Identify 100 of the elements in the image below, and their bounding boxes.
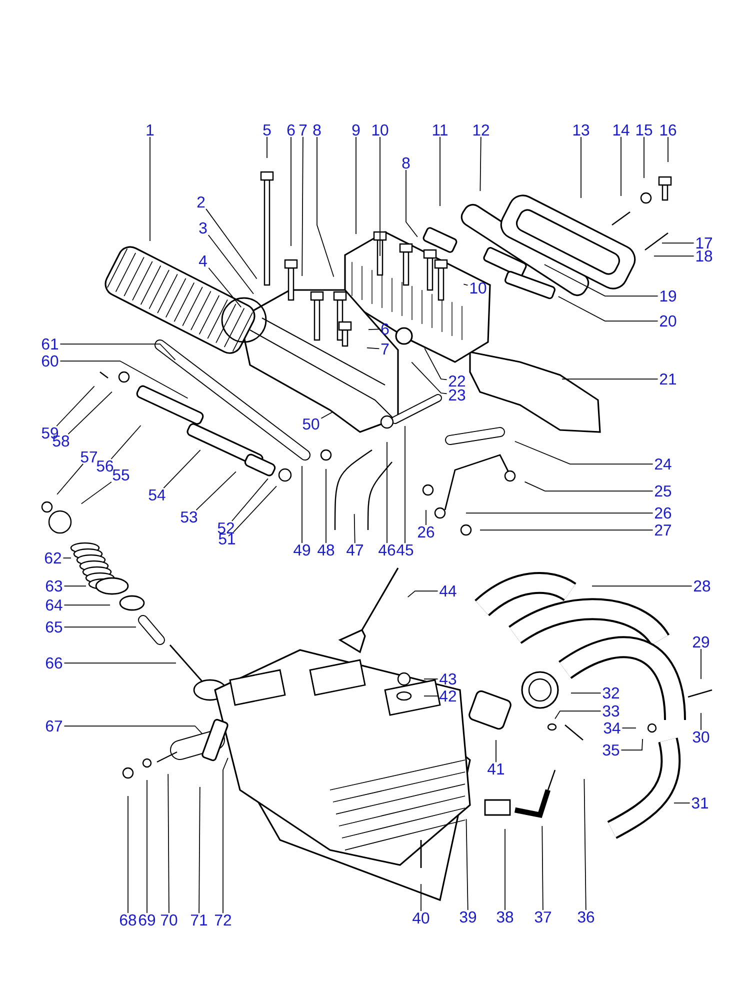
callout-number: 71 bbox=[191, 914, 208, 926]
callout-number: 10 bbox=[372, 124, 388, 136]
callout-number: 27 bbox=[655, 524, 671, 536]
leader-line bbox=[662, 242, 694, 244]
leader-line bbox=[514, 440, 654, 464]
leader-line bbox=[420, 884, 422, 912]
callout-number: 29 bbox=[693, 636, 710, 648]
callout-number: 7 bbox=[381, 344, 389, 354]
callout-number: 17 bbox=[696, 238, 712, 248]
callout-number: 64 bbox=[46, 599, 62, 611]
callout-number: 40 bbox=[412, 912, 430, 924]
callout-number: 25 bbox=[655, 485, 672, 497]
callout-number: 54 bbox=[148, 489, 166, 501]
leader-line bbox=[407, 590, 438, 598]
callout-number: 57 bbox=[80, 451, 97, 463]
callout-number: 23 bbox=[449, 389, 466, 401]
callout-number: 66 bbox=[46, 657, 62, 669]
callout-number: 13 bbox=[573, 124, 590, 136]
leader-line bbox=[68, 391, 112, 434]
leader-line bbox=[302, 136, 304, 276]
leader-line bbox=[232, 478, 268, 522]
callout-number: 35 bbox=[602, 744, 620, 756]
callout-number: 36 bbox=[578, 911, 594, 923]
callout-number: 51 bbox=[218, 533, 236, 545]
leader-line bbox=[206, 208, 258, 280]
leader-line bbox=[80, 482, 112, 504]
callout-number: 46 bbox=[378, 544, 396, 556]
callout-number: 49 bbox=[294, 544, 310, 556]
callout-number: 34 bbox=[604, 722, 620, 734]
callout-number: 41 bbox=[488, 764, 504, 774]
leader-line bbox=[554, 710, 602, 720]
callout-number: 53 bbox=[180, 511, 198, 523]
leader-line bbox=[466, 818, 468, 910]
leader-line bbox=[700, 648, 702, 680]
callout-number: 63 bbox=[46, 580, 62, 592]
leader-line bbox=[480, 136, 482, 192]
leader-line bbox=[463, 284, 468, 286]
callout-number: 52 bbox=[218, 522, 234, 534]
callout-number: 15 bbox=[636, 124, 652, 136]
leader-line bbox=[198, 786, 200, 914]
leader-line bbox=[208, 234, 254, 294]
callout-number: 37 bbox=[534, 911, 551, 923]
leader-line bbox=[64, 626, 136, 628]
callout-number: 72 bbox=[215, 914, 231, 926]
leader-line bbox=[386, 442, 388, 544]
leader-line bbox=[366, 347, 380, 350]
leader-line bbox=[570, 692, 602, 694]
callout-number: 30 bbox=[692, 731, 710, 743]
leader-line bbox=[584, 778, 586, 910]
callout-number: 19 bbox=[660, 290, 676, 302]
callout-number: 9 bbox=[352, 124, 360, 136]
callout-number: 3 bbox=[199, 222, 207, 234]
callout-number: 12 bbox=[473, 124, 489, 136]
callout-number: 43 bbox=[440, 673, 456, 685]
leader-line bbox=[163, 450, 201, 489]
leader-line bbox=[316, 136, 334, 278]
callout-number: 70 bbox=[161, 914, 178, 926]
callout-number: 6 bbox=[287, 124, 295, 136]
leader-line bbox=[674, 802, 690, 804]
callout-number: 14 bbox=[613, 124, 630, 136]
leader-line bbox=[146, 780, 148, 914]
leader-line bbox=[354, 514, 356, 544]
leader-line bbox=[558, 296, 658, 322]
callout-number: 62 bbox=[45, 552, 61, 564]
leader-line bbox=[700, 712, 702, 730]
callout-number: 39 bbox=[460, 911, 476, 923]
callout-number: 61 bbox=[42, 338, 58, 350]
callout-number: 31 bbox=[692, 797, 708, 809]
leader-line bbox=[56, 464, 84, 495]
leader-line bbox=[620, 738, 643, 750]
leader-line bbox=[233, 486, 277, 533]
leader-line bbox=[56, 386, 95, 426]
leader-line bbox=[466, 512, 654, 514]
leader-line bbox=[60, 360, 188, 399]
callout-number: 32 bbox=[602, 687, 619, 699]
leader-line bbox=[406, 170, 418, 238]
callout-number: 7 bbox=[299, 124, 307, 136]
callout-number: 65 bbox=[46, 621, 62, 633]
leader-line bbox=[168, 774, 170, 914]
callout-number: 1 bbox=[146, 124, 154, 136]
leader-line bbox=[424, 678, 438, 680]
callout-number: 38 bbox=[496, 911, 514, 923]
leader-line bbox=[524, 481, 654, 492]
leader-line bbox=[64, 604, 110, 606]
callout-number: 2 bbox=[197, 196, 205, 208]
callout-number: 45 bbox=[396, 544, 414, 556]
callout-number: 26 bbox=[655, 507, 672, 519]
callout-number: 4 bbox=[198, 256, 207, 266]
leader-line bbox=[290, 136, 292, 246]
callout-number: 42 bbox=[440, 690, 456, 702]
callout-number: 50 bbox=[302, 418, 320, 430]
leader-line bbox=[562, 378, 658, 380]
callout-number: 69 bbox=[139, 914, 156, 926]
leader-line bbox=[110, 425, 142, 460]
leader-line bbox=[544, 264, 658, 296]
leader-line bbox=[222, 757, 228, 914]
callout-number: 5 bbox=[263, 124, 271, 136]
callout-number: 47 bbox=[346, 544, 363, 556]
callout-number: 55 bbox=[112, 469, 130, 481]
leader-line bbox=[424, 348, 448, 380]
